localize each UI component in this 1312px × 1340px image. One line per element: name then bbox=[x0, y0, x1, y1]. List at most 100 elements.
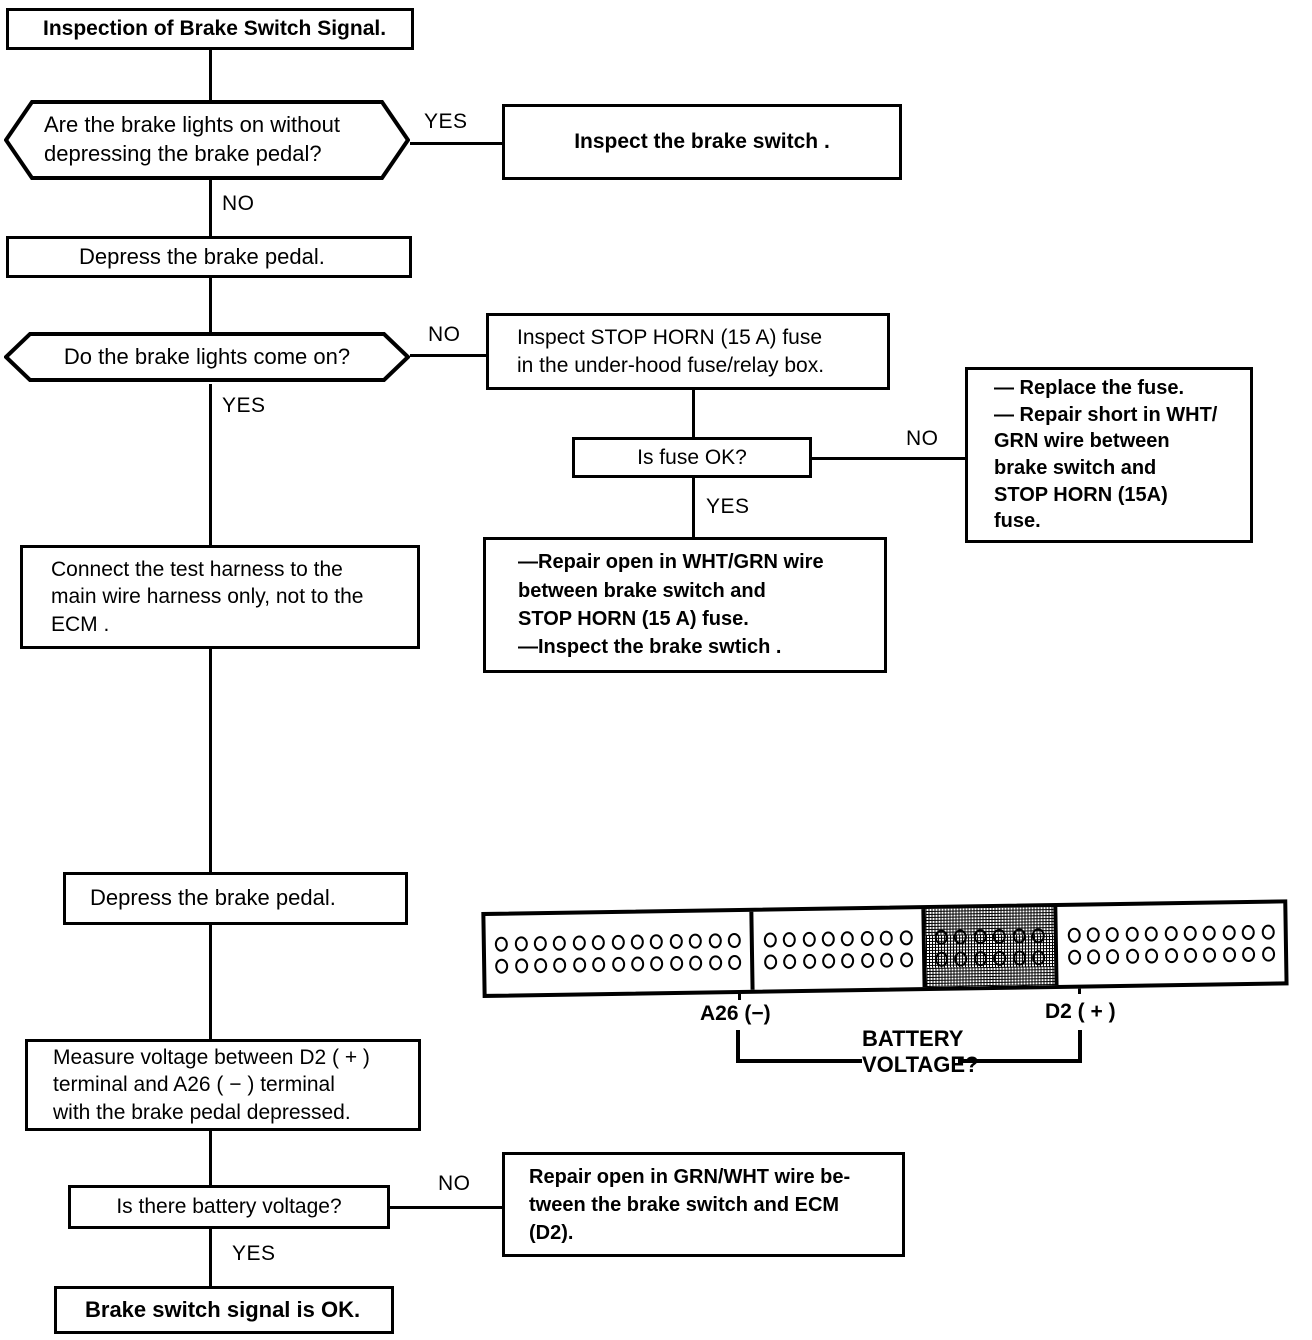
connector-pin-row bbox=[760, 929, 916, 948]
ecm-connector-diagram bbox=[481, 899, 1289, 998]
connector-pin bbox=[992, 928, 1007, 944]
node-inspect-fuse[interactable]: Inspect STOP HORN (15 A) fuse in the und… bbox=[486, 313, 890, 390]
connector-pin bbox=[669, 933, 683, 949]
connector-pin bbox=[1032, 949, 1046, 965]
connector-section-3 bbox=[925, 906, 1059, 988]
connector-pin bbox=[534, 957, 548, 973]
connector-pin bbox=[993, 950, 1007, 966]
connector-pin bbox=[688, 933, 703, 949]
connector-section-4 bbox=[1058, 903, 1285, 985]
edge-label-q1-no: NO bbox=[222, 192, 255, 215]
connector-pin bbox=[1012, 927, 1026, 944]
bracket-right-stem bbox=[1078, 1030, 1082, 1062]
edge-q2-no bbox=[408, 354, 486, 357]
connector-pin bbox=[954, 950, 968, 967]
edge-measure-to-q4 bbox=[209, 1129, 212, 1186]
connector-pin bbox=[841, 952, 855, 968]
node-start-label: Inspection of Brake Switch Signal. bbox=[43, 17, 387, 41]
connector-pin bbox=[1183, 925, 1197, 941]
edge-fuse-to-q3 bbox=[692, 390, 695, 437]
node-replace-fuse[interactable]: — Replace the fuse. — Repair short in WH… bbox=[965, 367, 1253, 543]
connector-section-2 bbox=[753, 909, 927, 990]
hexagon-shape bbox=[4, 100, 410, 180]
connector-pin bbox=[689, 955, 703, 971]
node-connect-harness[interactable]: Connect the test harness to the main wir… bbox=[20, 545, 420, 649]
node-repair-open-grn-label: Repair open in GRN/WHT wire be- tween th… bbox=[529, 1165, 851, 1244]
connector-pin-row bbox=[492, 932, 745, 952]
connector-pin bbox=[1031, 927, 1046, 943]
connector-pin bbox=[611, 956, 625, 972]
node-depress2[interactable]: Depress the brake pedal. bbox=[63, 872, 408, 925]
edge-label-q2-yes: YES bbox=[222, 394, 266, 417]
node-inspect-switch-label: Inspect the brake switch . bbox=[574, 130, 830, 154]
connector-pin-row bbox=[492, 954, 745, 974]
node-repair-open-grn[interactable]: Repair open in GRN/WHT wire be- tween th… bbox=[502, 1152, 905, 1257]
connector-pin bbox=[572, 934, 586, 951]
edge-q4-no bbox=[390, 1206, 502, 1209]
connector-pin bbox=[728, 954, 742, 970]
connector-pin bbox=[553, 935, 567, 951]
hexagon-shape bbox=[4, 332, 410, 382]
connector-pin bbox=[514, 935, 528, 951]
connector-pin bbox=[802, 931, 816, 947]
connector-pin bbox=[1086, 926, 1100, 942]
edge-depress1-to-q2 bbox=[209, 275, 212, 337]
connector-pin bbox=[1241, 924, 1256, 940]
connector-pin-row bbox=[1064, 924, 1278, 943]
connector-pin bbox=[1222, 946, 1237, 962]
connector-pin bbox=[553, 957, 567, 973]
connector-pin bbox=[821, 952, 836, 969]
connector-pin bbox=[631, 955, 645, 972]
connector-pin bbox=[1086, 948, 1101, 964]
node-q1[interactable]: Are the brake lights on without depressi… bbox=[4, 100, 410, 180]
node-depress2-label: Depress the brake pedal. bbox=[90, 885, 336, 911]
connector-pin bbox=[592, 956, 606, 972]
node-depress1[interactable]: Depress the brake pedal. bbox=[6, 236, 412, 278]
connector-pin bbox=[954, 928, 968, 945]
connector-pin bbox=[1144, 925, 1159, 942]
node-repair-open-wht-label: —Repair open in WHT/GRN wire between bra… bbox=[518, 551, 824, 659]
connector-section-1 bbox=[485, 911, 756, 994]
battery-voltage-bracket bbox=[736, 1030, 1082, 1066]
connector-pin bbox=[899, 929, 913, 945]
connector-pin bbox=[591, 934, 606, 950]
connector-pin bbox=[1164, 925, 1178, 941]
node-repair-open-wht[interactable]: —Repair open in WHT/GRN wire between bra… bbox=[483, 537, 887, 673]
connector-pin bbox=[763, 931, 777, 948]
node-q2[interactable]: Do the brake lights come on? bbox=[4, 332, 410, 382]
node-inspect-fuse-label: Inspect STOP HORN (15 A) fuse in the und… bbox=[517, 326, 825, 377]
connector-pin bbox=[727, 932, 741, 948]
battery-voltage-label: BATTERY VOLTAGE? bbox=[862, 1026, 979, 1077]
connector-pin bbox=[782, 931, 796, 947]
bracket-right-arm bbox=[958, 1059, 1082, 1063]
connector-pin bbox=[708, 932, 722, 948]
connector-pin bbox=[880, 952, 894, 968]
node-start[interactable]: Inspection of Brake Switch Signal. bbox=[6, 8, 414, 50]
connector-pin bbox=[533, 935, 547, 951]
connector-pin bbox=[1067, 927, 1081, 943]
connector-pin bbox=[783, 953, 797, 969]
node-ok-label: Brake switch signal is OK. bbox=[85, 1296, 361, 1322]
node-q1-label: Are the brake lights on without depressi… bbox=[44, 112, 340, 166]
connector-pin bbox=[1125, 948, 1140, 964]
connector-pin bbox=[572, 956, 587, 973]
terminal-label-d2: D2 ( + ) bbox=[1045, 1000, 1116, 1023]
node-q3[interactable]: Is fuse OK? bbox=[572, 437, 812, 478]
connector-pin bbox=[899, 951, 913, 967]
connector-pin bbox=[1125, 926, 1139, 942]
connector-pin bbox=[1145, 947, 1159, 964]
connector-pin bbox=[763, 953, 777, 970]
node-inspect-switch[interactable]: Inspect the brake switch . bbox=[502, 104, 902, 180]
node-q4[interactable]: Is there battery voltage? bbox=[68, 1185, 390, 1229]
bracket-left-arm bbox=[736, 1059, 862, 1063]
node-measure[interactable]: Measure voltage between D2 ( + ) termina… bbox=[25, 1039, 421, 1131]
connector-pin bbox=[1222, 924, 1236, 940]
connector-pin bbox=[1203, 946, 1217, 963]
connector-pin bbox=[1067, 949, 1081, 965]
node-connect-harness-label: Connect the test harness to the main wir… bbox=[51, 558, 364, 636]
connector-pin bbox=[821, 930, 835, 947]
connector-pin bbox=[1261, 946, 1275, 962]
connector-pin-row bbox=[931, 927, 1048, 945]
connector-pin bbox=[860, 930, 874, 946]
node-ok[interactable]: Brake switch signal is OK. bbox=[54, 1286, 394, 1334]
